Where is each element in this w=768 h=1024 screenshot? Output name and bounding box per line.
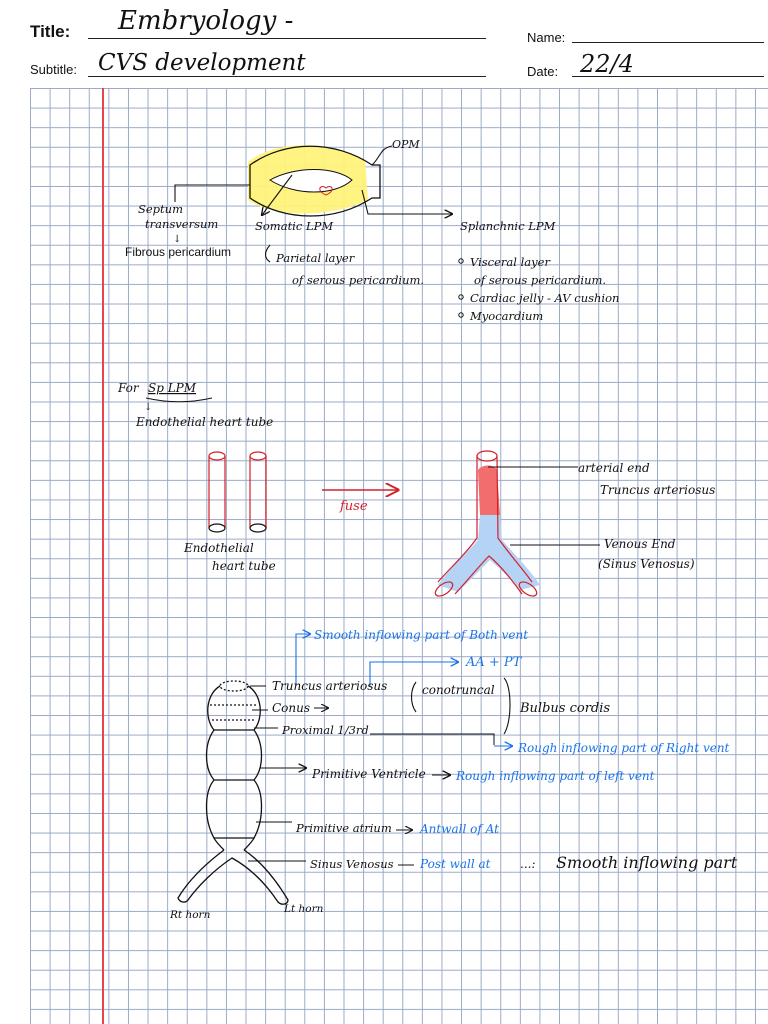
- sketch-stroke: [177, 849, 289, 905]
- opm-label: OPM: [392, 138, 420, 151]
- sketch-stroke: [219, 680, 249, 692]
- proximal-third-label: Proximal 1/3rd: [281, 723, 369, 737]
- postwall-label: Post wall at: [419, 857, 491, 871]
- parietal-layer-label: Parietal layer: [275, 251, 356, 265]
- margin-line: [102, 88, 104, 1024]
- subtitle-value: CVS development: [98, 50, 306, 76]
- septum-label: Septum: [138, 202, 183, 216]
- fused-tube: [434, 450, 540, 597]
- sketch-stroke: [454, 555, 523, 595]
- heart-icon: [319, 186, 333, 196]
- conus-label: Conus: [272, 701, 310, 715]
- sketch-stroke: [496, 455, 533, 583]
- endothelial-heart-tube-label: Endothelial heart tube: [135, 415, 273, 429]
- sketch-stroke: [437, 456, 478, 583]
- primitive-atrium-label: Primitive atrium: [295, 821, 392, 835]
- sinus-venosus-label: (Sinus Venosus): [598, 557, 695, 571]
- sketch-stroke: [205, 685, 225, 851]
- title-underline: [88, 38, 486, 39]
- graph-paper-grid: [30, 88, 768, 1024]
- tubes-label-line2: heart tube: [212, 559, 276, 573]
- sketch-stroke: [458, 312, 464, 318]
- sketch-stroke: [518, 581, 538, 597]
- lt-horn-label: Lt horn: [283, 903, 324, 915]
- page-header: Title: Embryology - Subtitle: CVS develo…: [0, 0, 768, 88]
- rt-horn-label: Rt horn: [169, 909, 211, 921]
- paired-tubes: [208, 451, 267, 533]
- sp-lpm-label: Sp LPM: [148, 381, 197, 395]
- sketch-stroke: [249, 523, 267, 533]
- subtitle-label: Subtitle:: [30, 62, 77, 77]
- cavity-outer: [249, 145, 381, 217]
- fibrous-pericardium-label: Fibrous pericardium: [125, 245, 231, 259]
- sketch-stroke: [369, 662, 458, 686]
- sinus-venosus-region-label: Sinus Venosus: [310, 857, 394, 871]
- sketch-stroke: [410, 681, 417, 713]
- myocardium-label: Myocardium: [469, 309, 543, 323]
- dots-symbol: ...:: [520, 857, 536, 871]
- smooth-inflowing-label: Smooth inflowing part: [556, 853, 738, 872]
- sketch-stroke: [208, 523, 226, 533]
- antwall-label: Antwall of At: [419, 822, 499, 836]
- conotruncal-label: conotruncal: [422, 683, 495, 697]
- date-value: 22/4: [580, 50, 634, 78]
- somatic-lpm-label: Somatic LPM: [255, 219, 334, 233]
- sketch-stroke: [458, 294, 464, 300]
- title-label: Title:: [30, 22, 71, 41]
- rough-left-vent-label: Rough inflowing part of left vent: [455, 769, 655, 783]
- sketch-stroke: [262, 174, 293, 215]
- smooth-both-vent-label: Smooth inflowing part of Both vent: [314, 628, 528, 642]
- sketch-stroke: [264, 244, 271, 263]
- for-label: For: [117, 381, 140, 395]
- splanchnic-lpm-label: Splanchnic LPM: [460, 219, 557, 233]
- rough-right-vent-label: Rough inflowing part of Right vent: [517, 741, 730, 755]
- sketch-stroke: [295, 634, 310, 686]
- transversum-label: transversum: [145, 217, 218, 231]
- sketch-stroke: [370, 733, 495, 745]
- sketch-stroke: [438, 515, 540, 592]
- sketch-stroke: [249, 451, 267, 461]
- sketch-stroke: [371, 145, 393, 166]
- sketch-stroke: [208, 451, 226, 461]
- name-underline: [572, 42, 764, 43]
- visceral-serous-label: of serous pericardium.: [474, 273, 606, 287]
- fuse-label: fuse: [339, 499, 368, 514]
- sketch-stroke: ↓: [144, 402, 152, 413]
- sketch-stroke: [252, 709, 278, 729]
- venous-end-label: Venous End: [604, 537, 676, 551]
- primitive-heart-tube: [177, 680, 289, 905]
- sketch-stroke: ↓: [173, 234, 181, 245]
- heart-tube-section: For Sp LPM ↓ Endothelial heart tube Endo…: [117, 381, 715, 597]
- sketch-stroke: [458, 258, 464, 264]
- sketch-stroke: [243, 685, 263, 851]
- sketch-stroke: [249, 456, 267, 528]
- date-label: Date:: [527, 64, 559, 79]
- cardiac-jelly-label: Cardiac jelly - AV cushion: [470, 291, 619, 305]
- pericardium-diagram: OPM Septum transversum ↓ Fibrous pericar…: [125, 138, 619, 323]
- truncus-label: Truncus arteriosus: [600, 483, 715, 497]
- sketch-stroke: [503, 677, 511, 735]
- sketch-stroke: [145, 397, 213, 403]
- truncus-arteriosus-label: Truncus arteriosus: [272, 679, 387, 693]
- date-underline: [572, 76, 764, 77]
- subtitle-underline: [88, 76, 486, 77]
- name-label: Name:: [527, 30, 566, 45]
- title-value: Embryology -: [118, 6, 294, 36]
- aa-pt-label: AA + PT: [465, 655, 523, 670]
- visceral-layer-label: Visceral layer: [470, 255, 551, 269]
- sketch-stroke: [174, 184, 250, 202]
- cavity-inner: [269, 169, 353, 193]
- sketch-stroke: [361, 189, 452, 214]
- sketch-stroke: [476, 450, 498, 462]
- primitive-ventricle-label: Primitive Ventricle: [311, 767, 426, 781]
- sketch-stroke: [478, 465, 500, 515]
- bulbus-cordis-label: Bulbus cordis: [519, 701, 610, 716]
- tubes-label-line1: Endothelial: [183, 541, 254, 555]
- sketch-stroke: [208, 456, 226, 528]
- heart-tube-regions: Smooth inflowing part of Both vent AA + …: [169, 628, 738, 921]
- arterial-end-label: arterial end: [578, 461, 650, 475]
- sketch-stroke: [434, 581, 454, 597]
- parietal-serous-label: of serous pericardium.: [292, 273, 424, 287]
